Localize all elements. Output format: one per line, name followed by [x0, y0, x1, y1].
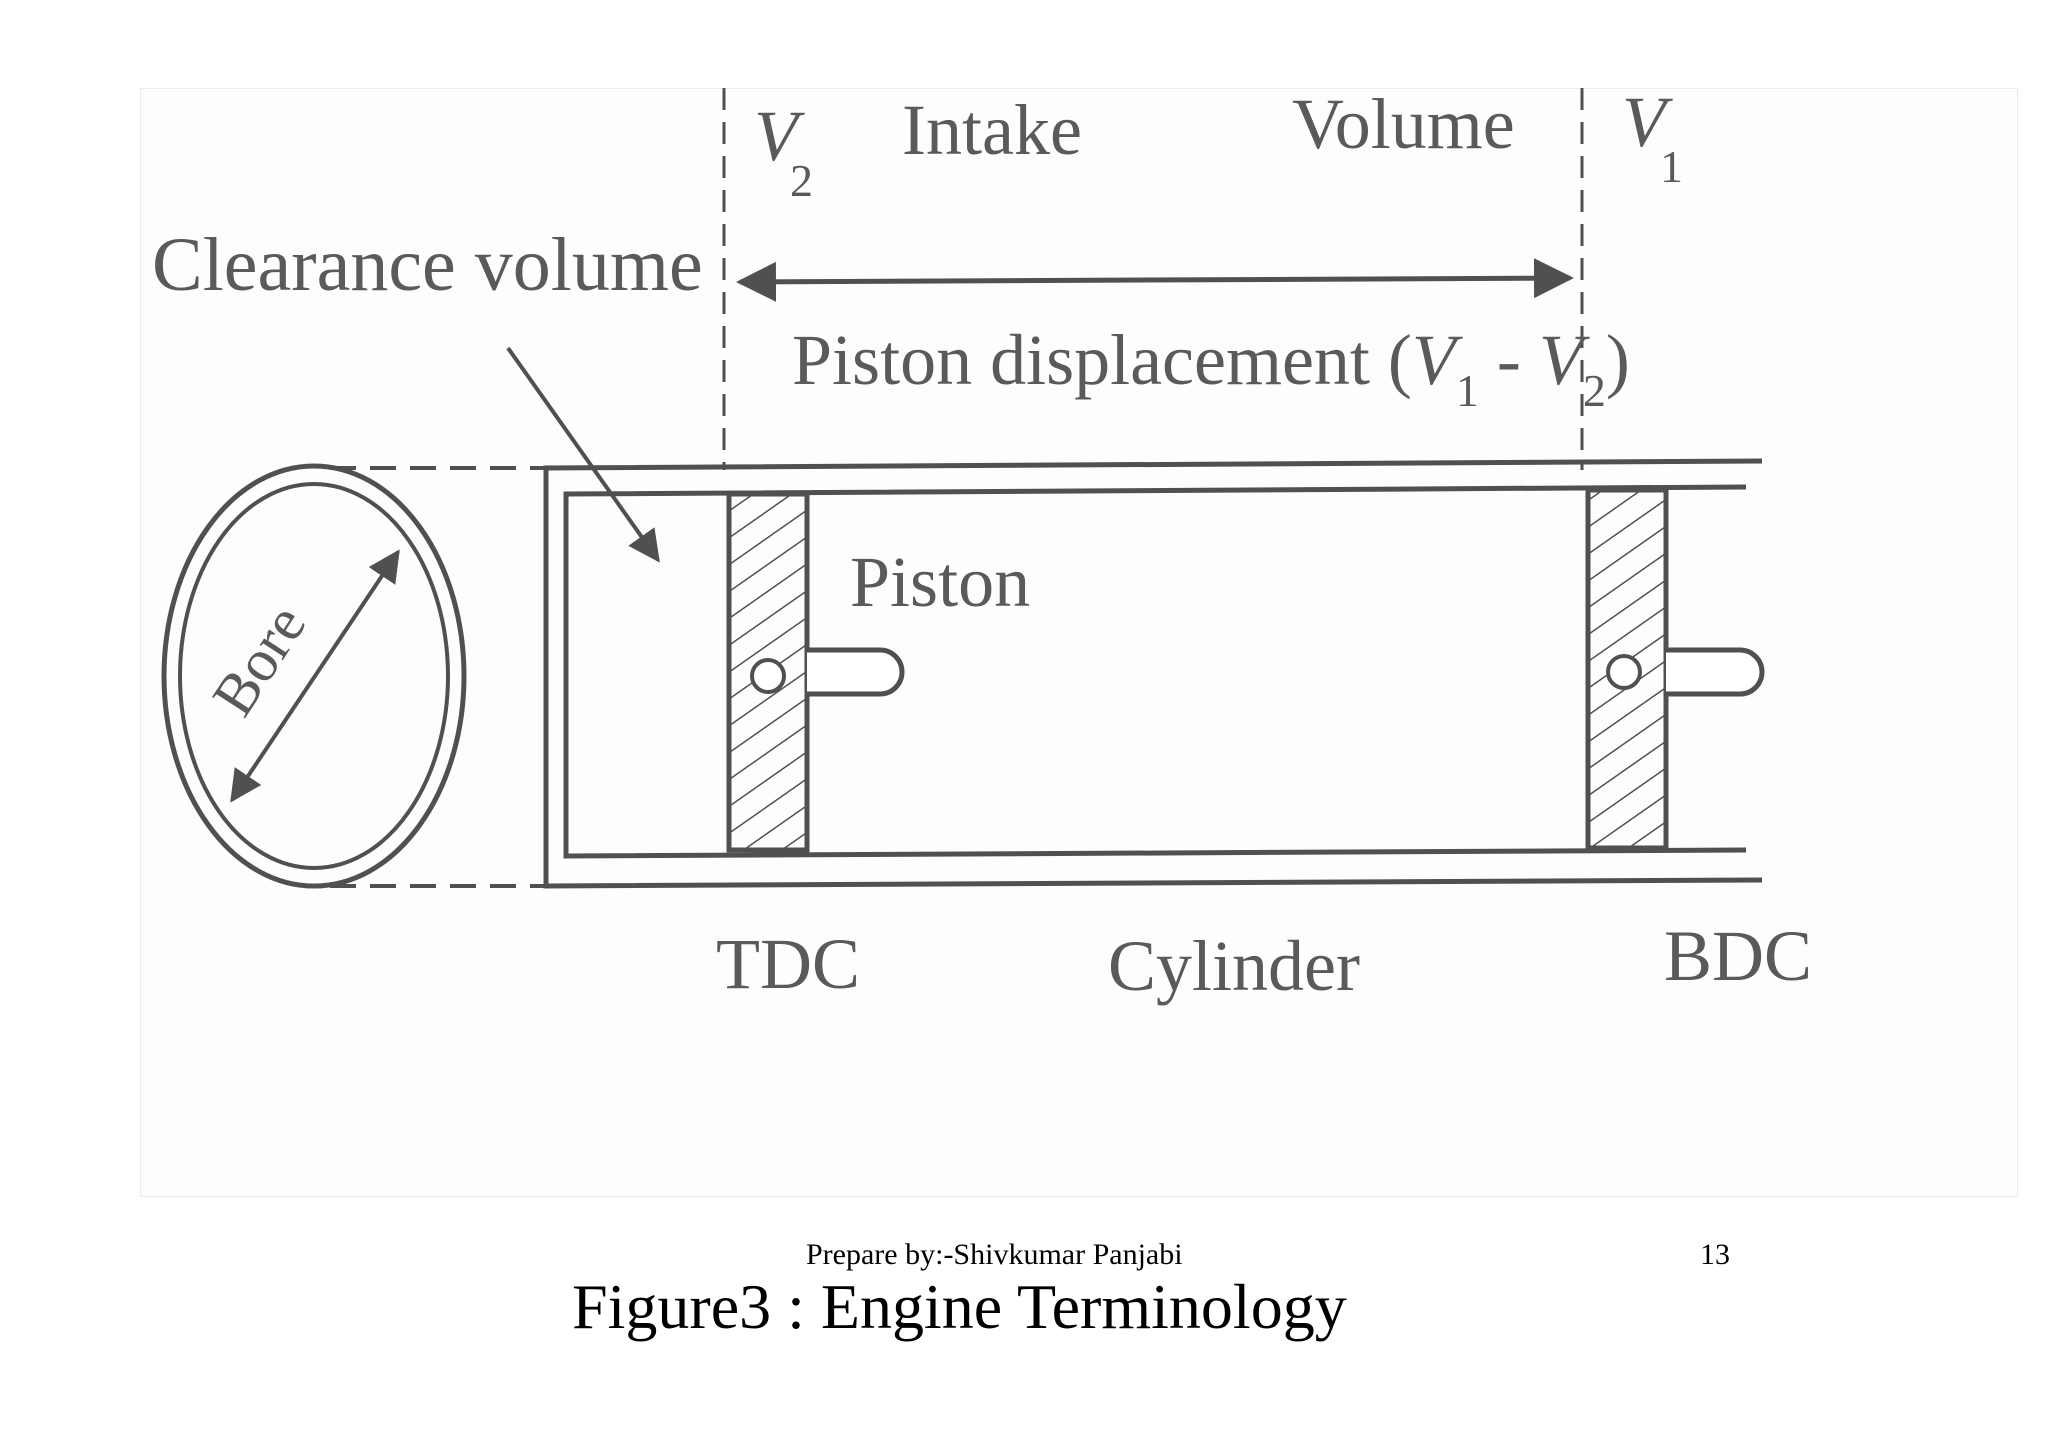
cylinder-label: Cylinder	[1108, 926, 1360, 1006]
bore-inner-circle	[178, 482, 450, 870]
v1-subscript: 1	[1660, 141, 1683, 192]
piston-label: Piston	[850, 542, 1030, 622]
displacement-arrow	[736, 258, 1574, 302]
v2-label: V	[754, 96, 805, 176]
bore-diameter-arrow	[230, 549, 400, 803]
volume-label: Volume	[1292, 84, 1515, 164]
clearance-volume-label: Clearance volume	[152, 223, 703, 307]
v1-label: V	[1622, 82, 1673, 162]
cylinder-body	[543, 458, 1763, 889]
page-number: 13	[1700, 1238, 1730, 1271]
footer-author: Prepare by:-Shivkumar Panjabi	[806, 1238, 1183, 1271]
piston-at-tdc	[726, 491, 905, 853]
bore-outer-circle	[161, 463, 467, 889]
v2-subscript: 2	[790, 155, 813, 206]
intake-label: Intake	[902, 90, 1082, 170]
bdc-label: BDC	[1664, 916, 1812, 996]
piston-at-bdc	[1585, 487, 1765, 851]
tdc-label: TDC	[716, 924, 860, 1004]
figure-caption: Figure3 : Engine Terminology	[572, 1271, 1347, 1342]
clearance-volume-leader	[506, 346, 660, 563]
bore-label: Bore	[200, 593, 319, 727]
piston-displacement-label: Piston displacement (V1 - V2)	[792, 320, 1630, 416]
